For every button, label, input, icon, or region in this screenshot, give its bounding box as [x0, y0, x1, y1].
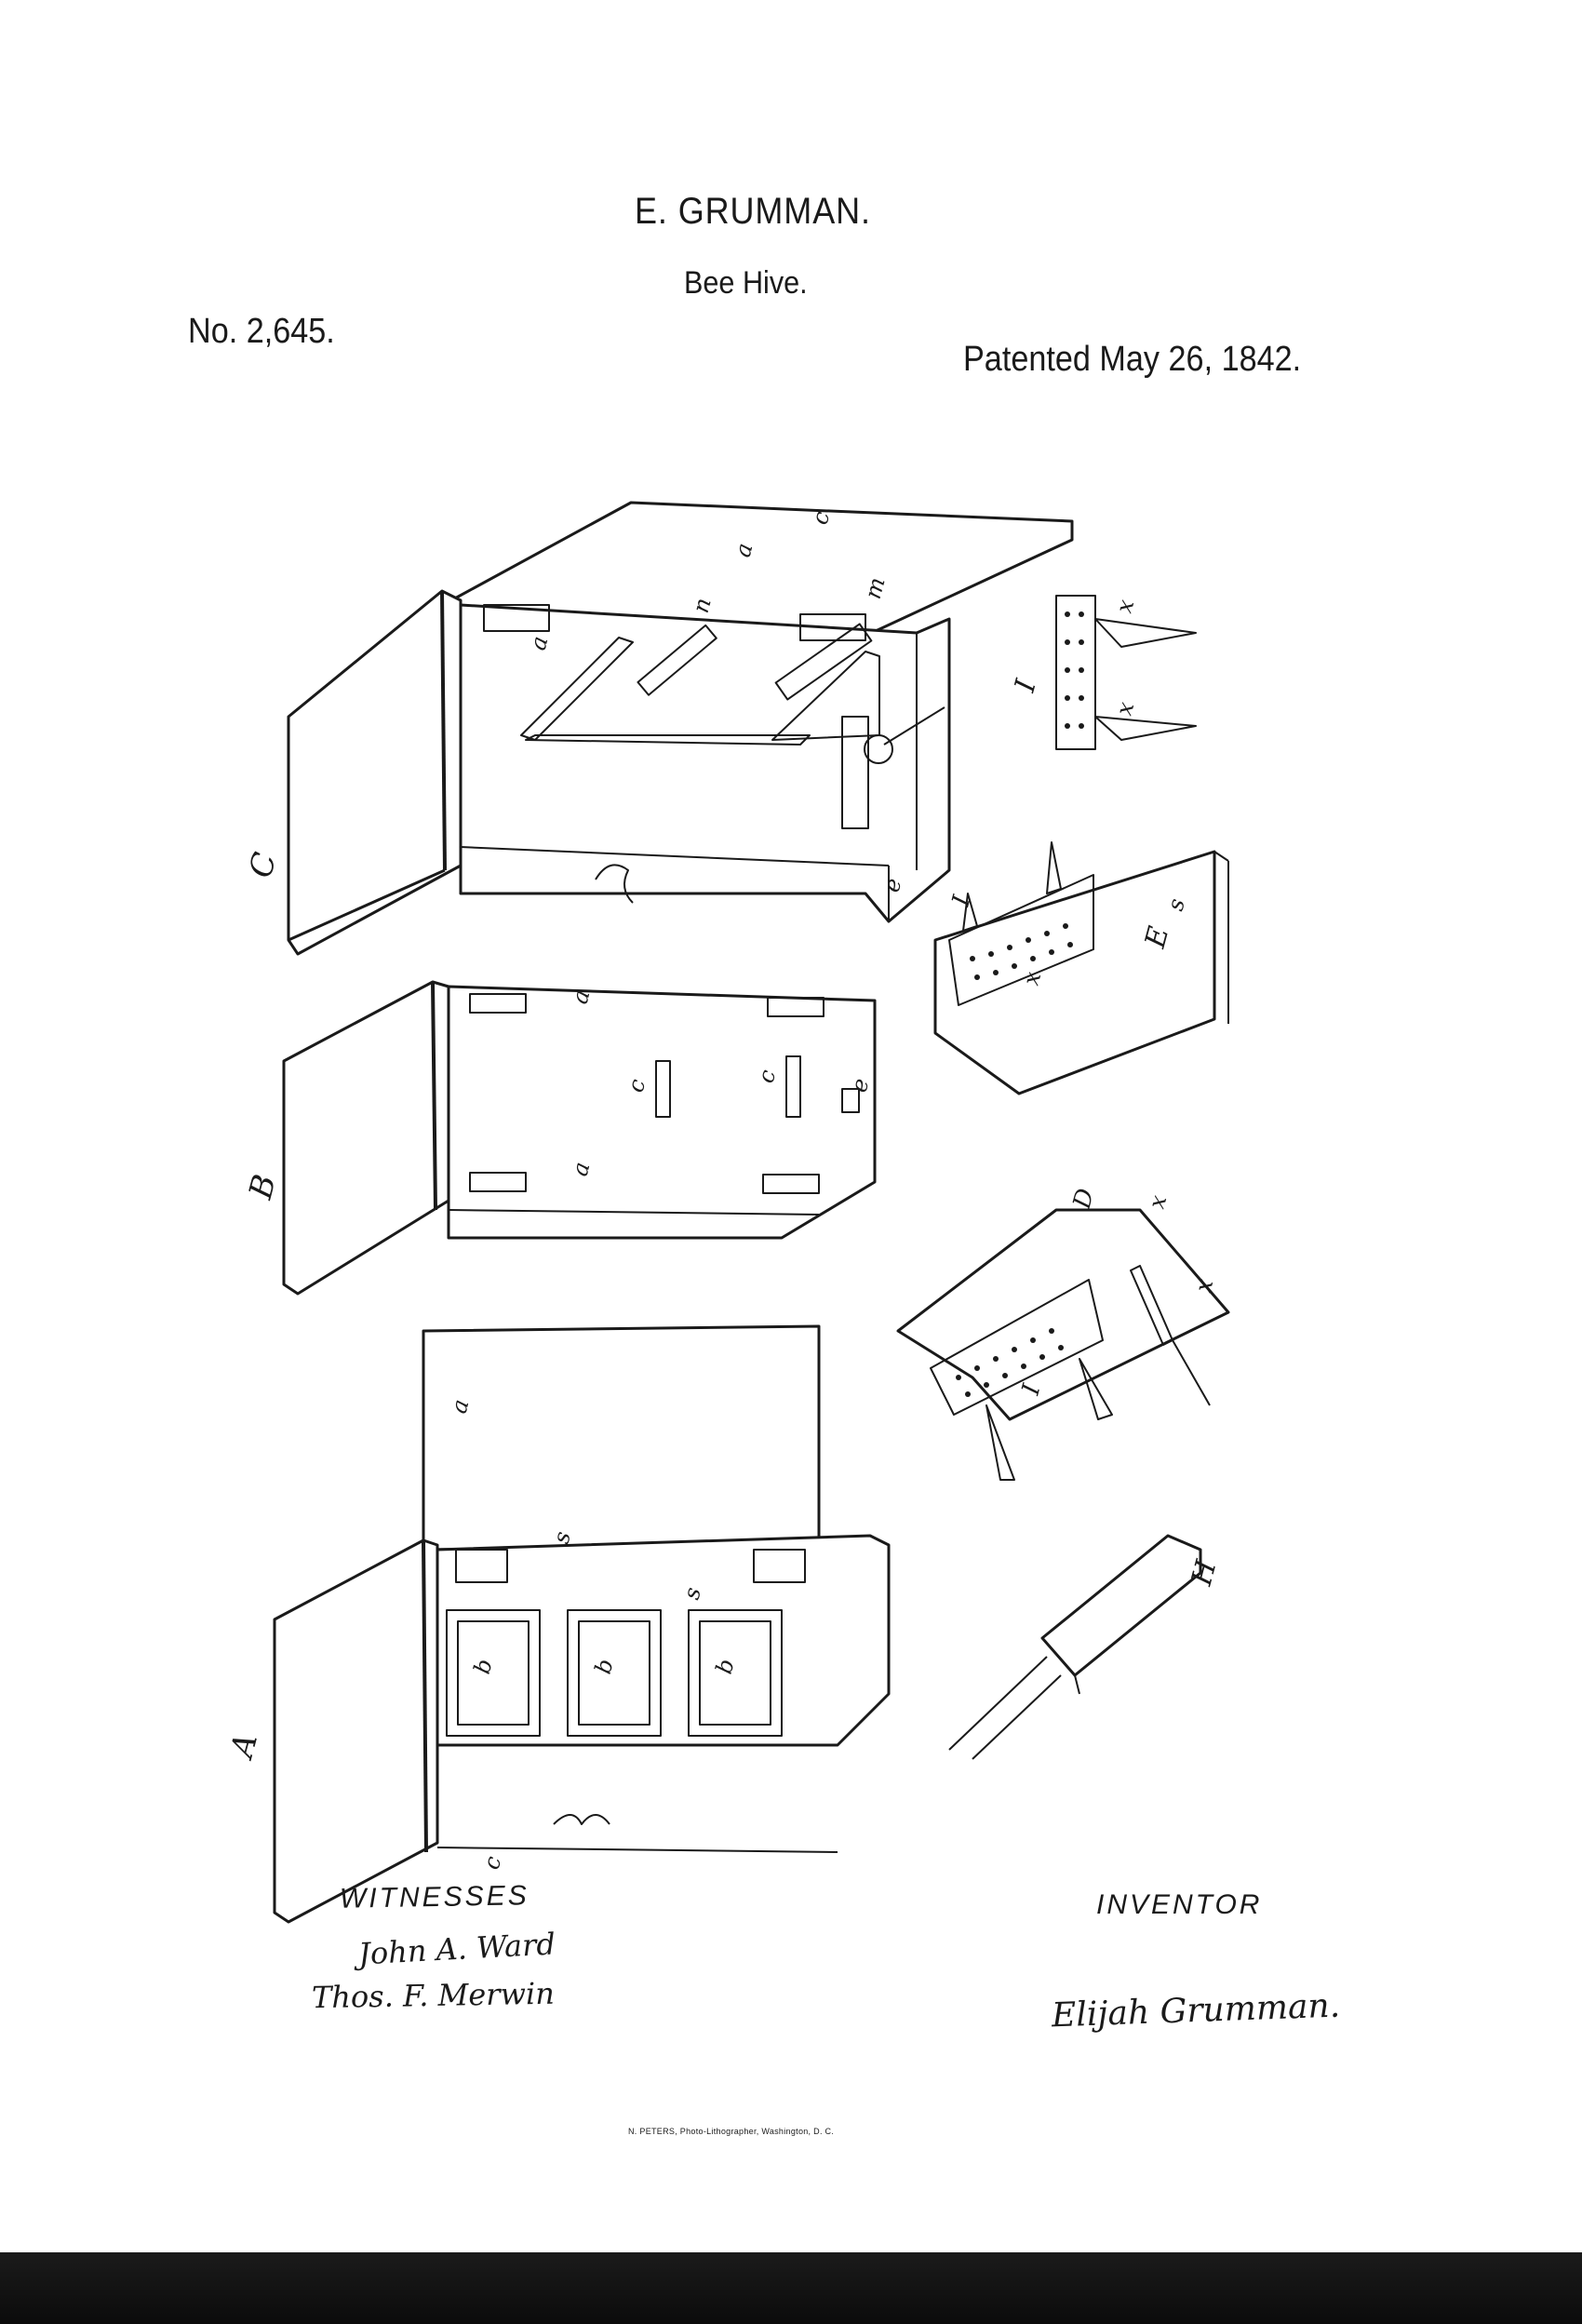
- figure-d-drawing: [896, 1208, 1230, 1481]
- figure-label-h: H: [1186, 1556, 1224, 1590]
- inventor-name: E. GRUMMAN.: [635, 191, 871, 232]
- part-label-d: a: [525, 633, 554, 652]
- scan-edge-bar: [0, 2252, 1582, 2324]
- part-label-x-i2: x: [1111, 699, 1140, 719]
- figure-h-drawing: [948, 1534, 1202, 1760]
- figure-i-drawing: [1055, 595, 1197, 750]
- figure-b-drawing: [282, 980, 877, 1296]
- fig-c-door: [287, 589, 463, 956]
- lithographer-credit: N. PETERS, Photo-Lithographer, Washingto…: [628, 2127, 835, 2136]
- part-label-e-b: e: [846, 1076, 875, 1095]
- figure-label-i-2: I: [947, 892, 977, 909]
- part-label-x-i: x: [1111, 597, 1140, 616]
- witnesses-label: WITNESSES: [339, 1880, 530, 1914]
- figure-c-drawing: [287, 501, 1074, 956]
- figure-e-drawing: [933, 841, 1229, 1095]
- part-label-b-1: b: [469, 1656, 498, 1676]
- figure-label-a: A: [222, 1729, 265, 1764]
- patent-number: No. 2,645.: [188, 312, 335, 351]
- part-label-a: a: [730, 540, 758, 559]
- figure-a-drawing: [273, 1324, 891, 1924]
- witness-signature-2: Thos. F. Merwin: [311, 1975, 556, 2016]
- part-label-c-a: c: [478, 1853, 507, 1872]
- patent-date: Patented May 26, 1842.: [963, 340, 1302, 379]
- part-label-a-fig-a: a: [446, 1396, 475, 1416]
- part-label-a-b2: a: [567, 1159, 596, 1178]
- fig-c-body: [459, 603, 951, 923]
- figure-label-i-1: I: [1009, 675, 1043, 696]
- invention-title: Bee Hive.: [684, 265, 808, 301]
- part-label-b-2: b: [590, 1656, 619, 1676]
- part-label-n: n: [688, 595, 717, 615]
- inventor-label: INVENTOR: [1096, 1889, 1263, 1920]
- figure-label-d: D: [1068, 1186, 1101, 1213]
- part-label-b-3: b: [711, 1656, 740, 1676]
- figure-label-c: C: [242, 849, 284, 881]
- figure-label-b: B: [242, 1171, 284, 1203]
- part-label-e: e: [878, 876, 907, 895]
- part-label-x-d1: x: [1144, 1192, 1173, 1212]
- part-label-a-b1: a: [567, 987, 596, 1006]
